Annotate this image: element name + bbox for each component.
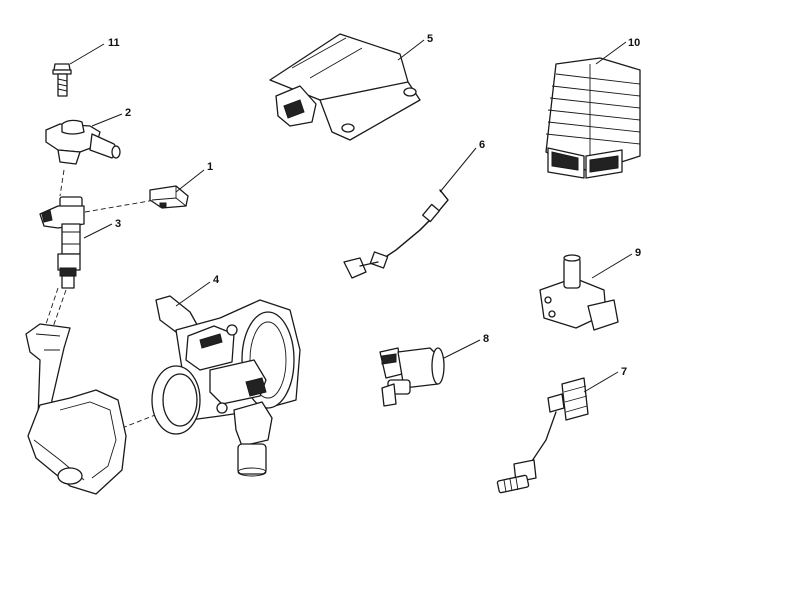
callout-4: 4 [213,274,220,286]
part-2-fuel-connector[interactable] [45,119,121,165]
part-8-pressure-regulator[interactable] [379,347,445,407]
part-4-throttle-body[interactable] [151,295,301,477]
part-3-fuel-injector[interactable] [39,196,85,289]
part-7-oxygen-sensor[interactable] [496,377,589,494]
callout-1: 1 [207,161,213,173]
callout-labels: 11 5 10 2 1 6 3 9 4 8 7 [108,33,641,378]
callout-10: 10 [628,37,640,49]
callout-3: 3 [115,218,121,230]
callout-leaders [69,39,633,393]
callout-7: 7 [621,366,627,378]
callout-5: 5 [427,33,433,45]
callout-9: 9 [635,247,641,259]
part-9-pressure-sensor[interactable] [539,254,619,331]
callout-8: 8 [483,333,489,345]
part-5-ecu-module[interactable] [269,33,421,141]
part-6-wire-lead[interactable] [343,189,449,279]
part-1-retaining-clip[interactable] [149,185,189,209]
callout-2: 2 [125,107,131,119]
callout-11: 11 [108,37,120,49]
callout-6: 6 [479,139,485,151]
part-10-voltage-regulator[interactable] [545,57,641,179]
intake-manifold [25,323,127,495]
part-11-bolt[interactable] [52,63,72,97]
